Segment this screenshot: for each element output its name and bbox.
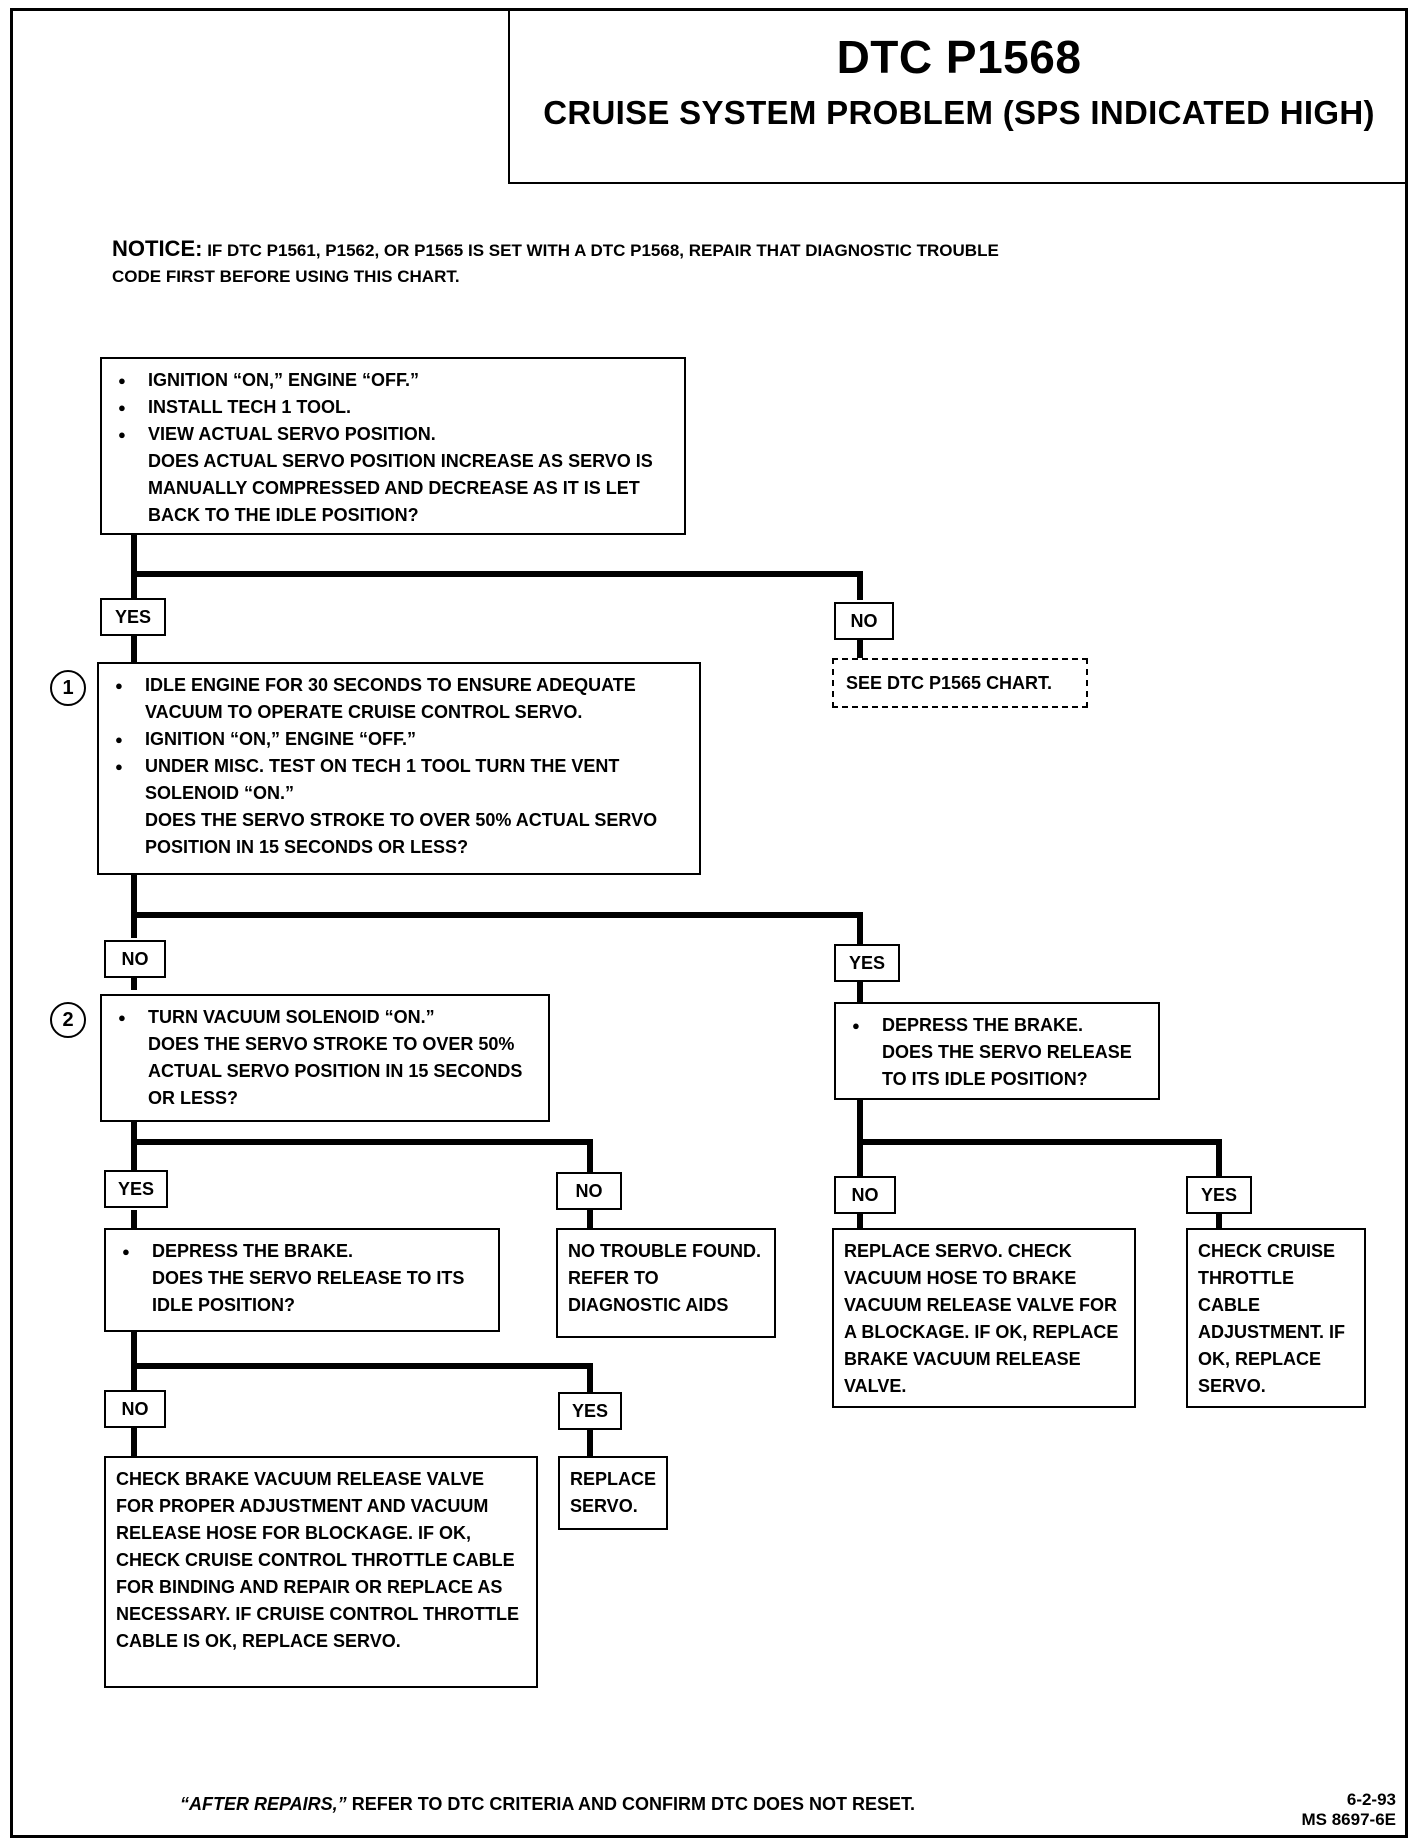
check-brake-valve-text: CHECK BRAKE VACUUM RELEASE VALVE FOR PRO… xyxy=(116,1469,520,1651)
footer-text: REFER TO DTC CRITERIA AND CONFIRM DTC DO… xyxy=(346,1794,916,1814)
step1-item-3: UNDER MISC. TEST ON TECH 1 TOOL TURN THE… xyxy=(111,753,687,807)
footer-note: “AFTER REPAIRS,” REFER TO DTC CRITERIA A… xyxy=(180,1794,915,1815)
step0-item-3: VIEW ACTUAL SERVO POSITION. xyxy=(114,421,672,448)
step2-item-1: TURN VACUUM SOLENOID “ON.” xyxy=(114,1004,536,1031)
label-yes-1: YES xyxy=(100,598,166,636)
brake-right-question: DOES THE SERVO RELEASE TO ITS IDLE POSIT… xyxy=(882,1042,1132,1089)
check-brake-valve-box: CHECK BRAKE VACUUM RELEASE VALVE FOR PRO… xyxy=(104,1456,538,1688)
step-idle-engine-box: IDLE ENGINE FOR 30 SECONDS TO ENSURE ADE… xyxy=(97,662,701,875)
label-no-2: NO xyxy=(104,940,166,978)
document-number: MS 8697-6E xyxy=(1301,1810,1397,1829)
step-ignition-box: IGNITION “ON,” ENGINE “OFF.” INSTALL TEC… xyxy=(100,357,686,535)
brake-left-item-1: DEPRESS THE BRAKE. xyxy=(118,1238,486,1265)
label-yes-5: YES xyxy=(558,1392,622,1430)
see-p1565-text: SEE DTC P1565 CHART. xyxy=(846,673,1053,693)
step1-question: DOES THE SERVO STROKE TO OVER 50% ACTUAL… xyxy=(145,810,658,857)
replace-servo-box: REPLACE SERVO. xyxy=(558,1456,668,1530)
notice-label: NOTICE: xyxy=(112,236,203,261)
step-marker-2: 2 xyxy=(50,1002,86,1038)
document-code: 6-2-93 MS 8697-6E xyxy=(1256,1790,1397,1830)
step-marker-1: 1 xyxy=(50,670,86,706)
replace-servo-text: REPLACE SERVO. xyxy=(570,1469,657,1516)
step-vacuum-solenoid-box: TURN VACUUM SOLENOID “ON.” DOES THE SERV… xyxy=(100,994,550,1122)
brake-check-left-box: DEPRESS THE BRAKE. DOES THE SERVO RELEAS… xyxy=(104,1228,500,1332)
step1-item-2: IGNITION “ON,” ENGINE “OFF.” xyxy=(111,726,687,753)
chart-subtitle: CRUISE SYSTEM PROBLEM (SPS INDICATED HIG… xyxy=(543,94,1375,131)
no-trouble-box: NO TROUBLE FOUND. REFER TO DIAGNOSTIC AI… xyxy=(556,1228,776,1338)
document-date: 6-2-93 xyxy=(1346,1790,1396,1809)
label-no-5: NO xyxy=(104,1390,166,1428)
check-throttle-cable-text: CHECK CRUISE THROTTLE CABLE ADJUSTMENT. … xyxy=(1198,1241,1346,1396)
label-yes-4: YES xyxy=(1186,1176,1252,1214)
step0-question: DOES ACTUAL SERVO POSITION INCREASE AS S… xyxy=(148,451,653,525)
step2-question: DOES THE SERVO STROKE TO OVER 50% ACTUAL… xyxy=(148,1034,523,1108)
notice-text: IF DTC P1561, P1562, OR P1565 IS SET WIT… xyxy=(112,241,999,286)
notice: NOTICE: IF DTC P1561, P1562, OR P1565 IS… xyxy=(112,236,1012,290)
see-p1565-box: SEE DTC P1565 CHART. xyxy=(832,658,1088,708)
page-frame xyxy=(10,8,1408,1838)
brake-left-question: DOES THE SERVO RELEASE TO ITS IDLE POSIT… xyxy=(152,1268,465,1315)
label-no-1: NO xyxy=(834,602,894,640)
chart-title: DTC P1568 xyxy=(836,31,1082,83)
check-throttle-cable-box: CHECK CRUISE THROTTLE CABLE ADJUSTMENT. … xyxy=(1186,1228,1366,1408)
step0-item-2: INSTALL TECH 1 TOOL. xyxy=(114,394,672,421)
step1-item-1: IDLE ENGINE FOR 30 SECONDS TO ENSURE ADE… xyxy=(111,672,687,726)
step0-item-1: IGNITION “ON,” ENGINE “OFF.” xyxy=(114,367,672,394)
replace-servo-check-hose-box: REPLACE SERVO. CHECK VACUUM HOSE TO BRAK… xyxy=(832,1228,1136,1408)
label-yes-2: YES xyxy=(834,944,900,982)
brake-check-right-box: DEPRESS THE BRAKE. DOES THE SERVO RELEAS… xyxy=(834,1002,1160,1100)
title-block: DTC P1568 CRUISE SYSTEM PROBLEM (SPS IND… xyxy=(508,8,1408,184)
replace-servo-check-hose-text: REPLACE SERVO. CHECK VACUUM HOSE TO BRAK… xyxy=(844,1241,1119,1396)
brake-right-item-1: DEPRESS THE BRAKE. xyxy=(848,1012,1146,1039)
label-no-3: NO xyxy=(556,1172,622,1210)
footer-emphasis: “AFTER REPAIRS,” xyxy=(180,1794,347,1814)
no-trouble-text: NO TROUBLE FOUND. REFER TO DIAGNOSTIC AI… xyxy=(568,1241,761,1315)
label-no-4: NO xyxy=(834,1176,896,1214)
label-yes-3: YES xyxy=(104,1170,168,1208)
